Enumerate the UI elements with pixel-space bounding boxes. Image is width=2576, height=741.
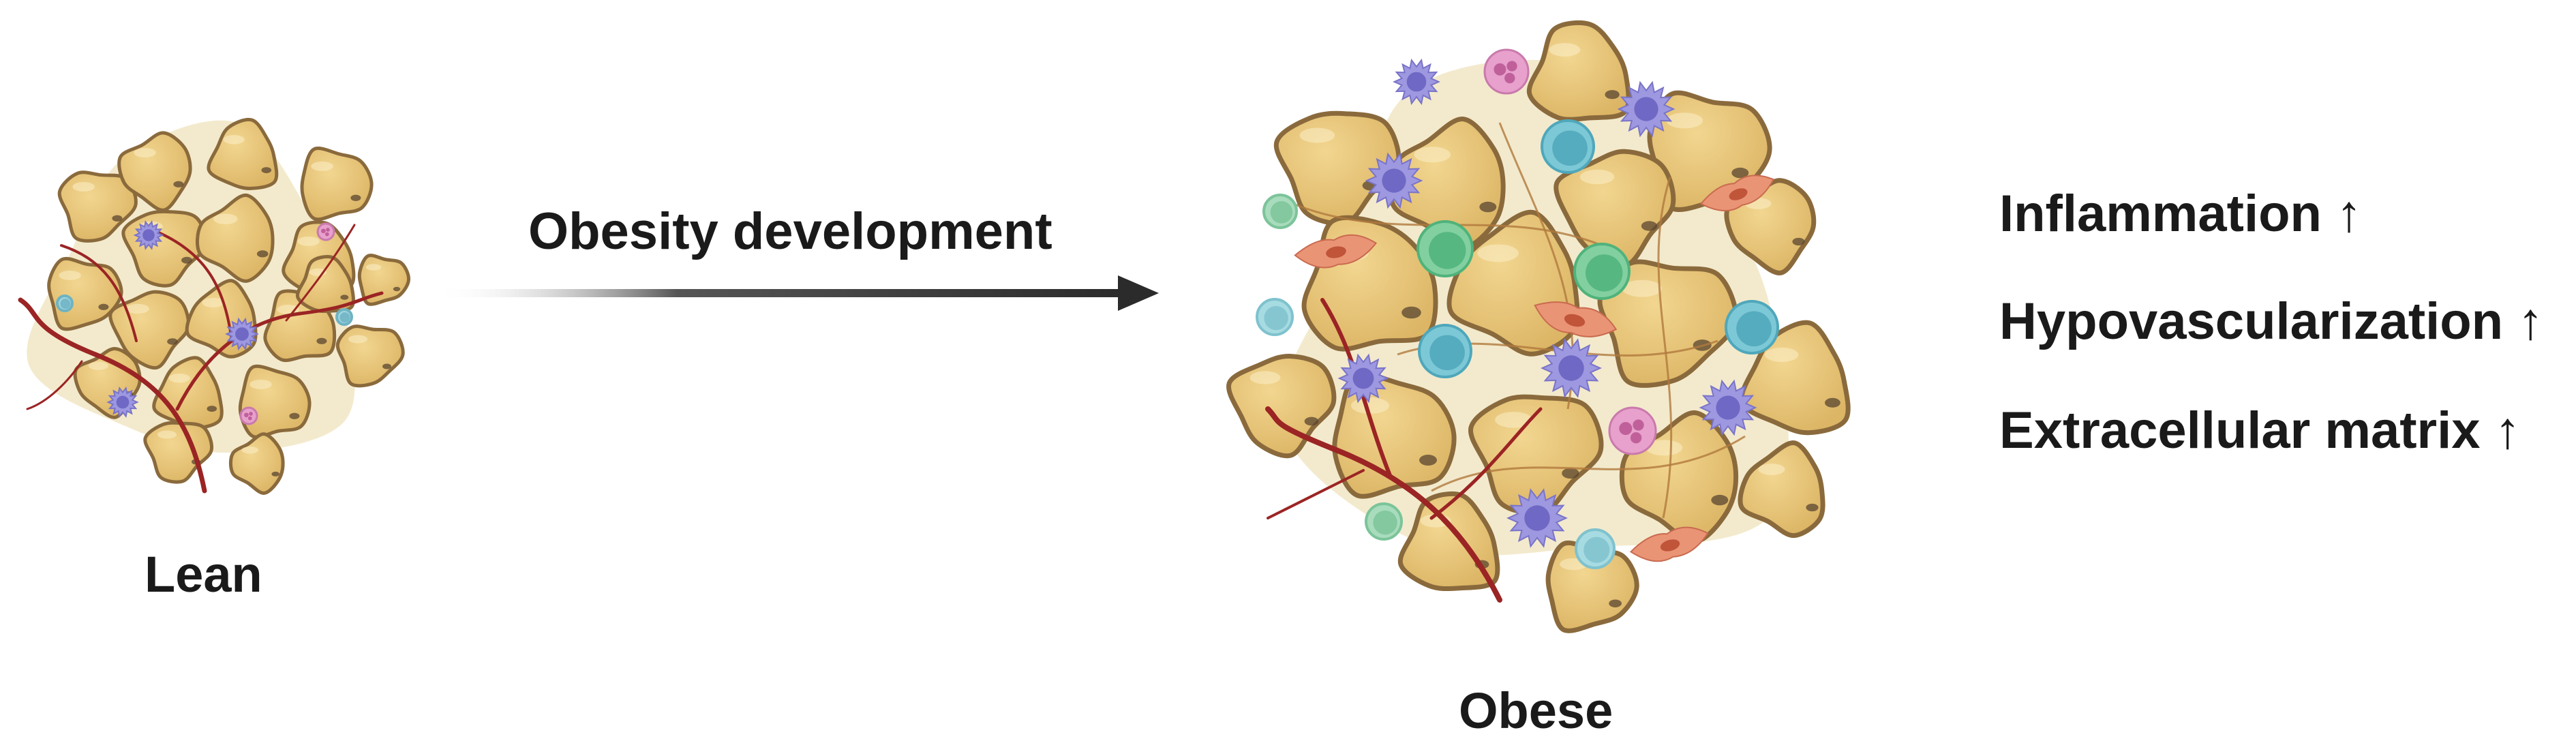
macrophage-cell (1506, 488, 1568, 548)
t-cell (56, 294, 74, 312)
obesity-development-label: Obesity development (528, 202, 1052, 260)
b-cell (1365, 502, 1403, 541)
adipocyte (1397, 491, 1500, 592)
t-cell (1725, 300, 1779, 354)
macrophage-cell (1365, 152, 1423, 209)
macrophage-cell (1699, 379, 1757, 436)
macrophage-cell (106, 386, 139, 419)
adipocyte (1738, 440, 1825, 539)
blood-vessel (60, 244, 138, 342)
neutrophil-cell (239, 406, 258, 425)
obese-label: Obese (1459, 682, 1613, 739)
adipocyte (300, 147, 374, 222)
adipocyte (196, 193, 275, 283)
adipocyte (1526, 20, 1631, 122)
blood-vessel (26, 360, 83, 410)
t-cell (335, 308, 353, 326)
macrophage-cell (1541, 338, 1602, 398)
effect-inflammation: Inflammation ↑ (1999, 185, 2363, 243)
t-cell (1541, 119, 1595, 174)
macrophage-cell (225, 317, 259, 351)
adipocyte (1226, 353, 1337, 459)
adipocyte (108, 290, 190, 370)
blood-vessel (1267, 469, 1365, 519)
blood-vessel (1429, 407, 1543, 520)
neutrophil-cell (316, 222, 335, 241)
adipocyte (1554, 149, 1676, 268)
fibroblast-cell (1699, 175, 1775, 212)
blood-vessel (1265, 406, 1502, 603)
effect-hypovascularization: Hypovascularization ↑ (1999, 292, 2544, 350)
adipocyte (1739, 320, 1851, 436)
adipocyte (1273, 110, 1401, 226)
neutrophil-cell (1608, 406, 1657, 455)
adipocyte (207, 117, 279, 190)
effect-extracellular-matrix: Extracellular matrix ↑ (1999, 402, 2521, 459)
adipocyte (117, 131, 192, 212)
macrophage-cell (1393, 58, 1440, 106)
obesity-development-arrow (436, 275, 1159, 311)
t-cell (1575, 528, 1616, 569)
fibroblast-cell (1534, 301, 1618, 337)
blood-vessel (285, 224, 356, 322)
b-cell (1262, 194, 1298, 229)
fibroblast-cell (1629, 526, 1709, 562)
blood-vessel (18, 297, 207, 494)
t-cell (1256, 298, 1294, 336)
adipocyte (57, 170, 138, 243)
b-cell (1573, 243, 1631, 300)
t-cell (1418, 324, 1472, 378)
lean-label: Lean (145, 546, 262, 603)
adipocyte (335, 324, 405, 388)
blood-vessel (155, 230, 233, 342)
obese-tissue-illustration (1226, 20, 1851, 633)
ecm-fiber (1657, 177, 1673, 519)
macrophage-cell (1337, 353, 1389, 404)
adipocyte (1468, 394, 1604, 515)
macrophage-cell (133, 220, 164, 250)
adipocyte (228, 432, 285, 495)
fibroblast-cell (1294, 234, 1378, 269)
adipocyte (238, 364, 312, 439)
b-cell (1416, 220, 1474, 277)
macrophage-cell (1617, 80, 1676, 138)
adipocyte (357, 254, 410, 306)
lean-tissue-illustration (18, 117, 410, 495)
ecm-fiber (1431, 435, 1746, 492)
neutrophil-cell (1483, 48, 1530, 95)
